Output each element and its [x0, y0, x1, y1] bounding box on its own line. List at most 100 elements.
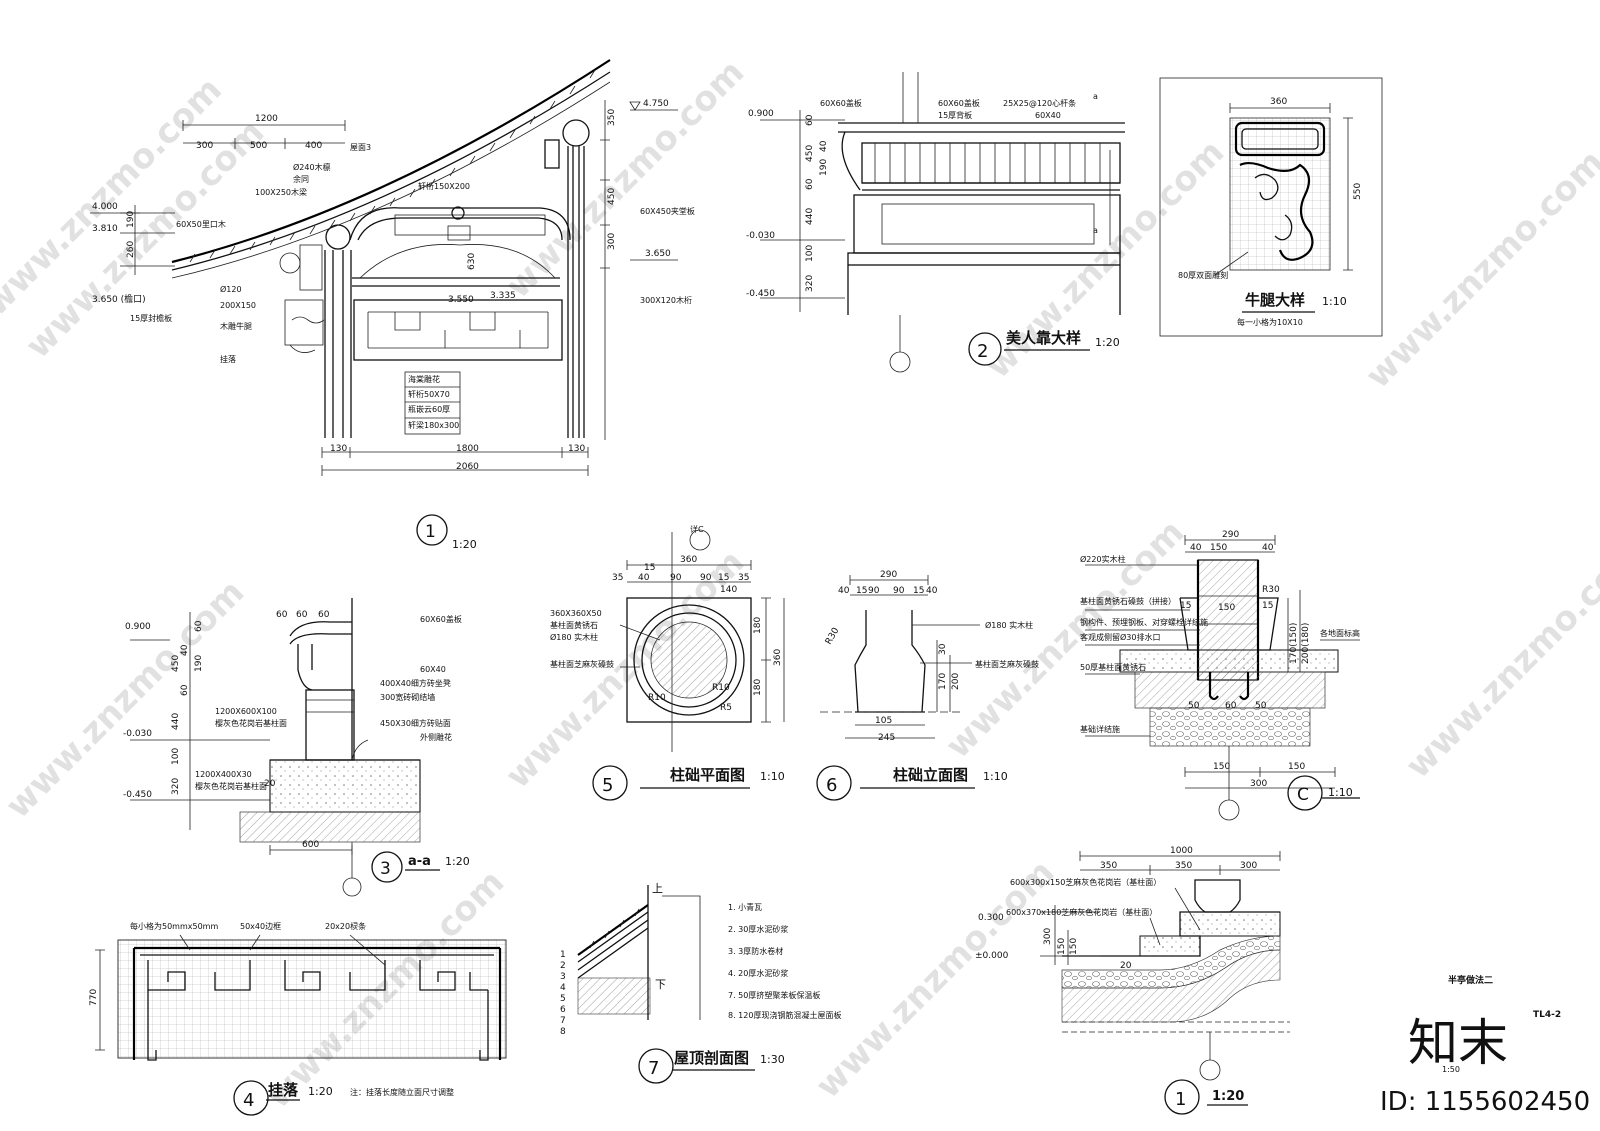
- detail-6-scale: 1:10: [983, 770, 1008, 783]
- detail-4-number: 4: [243, 1090, 254, 1111]
- dim-350: 350: [607, 109, 617, 126]
- label-60x40: 60X40: [420, 665, 446, 674]
- dim-450: 450: [171, 655, 181, 672]
- dim-60a: 60: [276, 610, 288, 620]
- dim-140: 140: [720, 585, 737, 595]
- label-rod: 20x20棂条: [325, 921, 366, 931]
- dim-360: 360: [680, 555, 697, 565]
- label-steel: 钢构件、预埋钢板、对穿螺栓详结施: [1080, 617, 1208, 627]
- elev-3650-eave: 3.650 (檐口): [92, 293, 146, 305]
- detail-7-number: 7: [648, 1058, 659, 1079]
- radius-r5: R5: [720, 703, 732, 713]
- label-wall: 300宽砖砌结墙: [380, 692, 435, 702]
- dim-40a: 40: [838, 586, 850, 596]
- layer-2: 2. 30厚水泥砂浆: [728, 924, 788, 934]
- detail-2-number: 2: [977, 341, 988, 362]
- dim-190: 190: [819, 159, 829, 176]
- label-stone-2: 600x370x180芝麻灰色花岗岩（基柱面）: [1006, 907, 1157, 917]
- dim-20: 20: [264, 779, 276, 789]
- layer-1: 1. 小青瓦: [728, 902, 762, 912]
- detail-2-bench-back: a a 0.900 -0.030 -0.450 60 450 40 190 60…: [746, 72, 1125, 373]
- sheet-name: 半亭做法二: [1448, 974, 1493, 986]
- detail-4-scale: 1:20: [308, 1085, 333, 1098]
- radius-r10b: R10: [712, 683, 730, 693]
- detail-5-scale: 1:10: [760, 770, 785, 783]
- label-box-1: 海棠雕花: [408, 374, 440, 384]
- elev-3650: 3.650: [645, 249, 671, 259]
- dim-200: 200: [951, 673, 961, 690]
- dim-40: 40: [819, 140, 829, 152]
- elev-4000: 4.000: [92, 202, 118, 212]
- detail-1-section: 1200 300 500 400 350 450 300 190 260 630…: [90, 59, 695, 551]
- radius-r30: R30: [824, 626, 842, 647]
- layer-4: 4. 20厚水泥砂浆: [728, 968, 788, 978]
- dim-130: 130: [568, 444, 585, 454]
- detail-bracket: 360 550 80厚双面雕刻 牛腿大样 1:10 每一小格为10X10: [1159, 77, 1383, 337]
- radius-r10a: R10: [648, 693, 666, 703]
- label-box-3: 瓶嵌云60厚: [408, 404, 450, 414]
- dim-360: 360: [1270, 97, 1287, 107]
- dim-290: 290: [1222, 530, 1239, 540]
- label-slab: 50厚基柱面黄锈石: [1080, 662, 1146, 672]
- detail-c-number: C: [1297, 785, 1309, 805]
- label-slab-1-mat: 樱灰色花岗岩基柱面: [215, 718, 287, 728]
- detail-3-number: 3: [380, 859, 391, 879]
- dim-60b: 60: [296, 610, 308, 620]
- dim-1200: 1200: [255, 114, 278, 124]
- dim-440: 440: [805, 208, 815, 225]
- label-carving: 外侧雕花: [420, 732, 452, 742]
- label-200x150: 200X150: [220, 301, 256, 310]
- elev-0300: 0.300: [978, 913, 1004, 923]
- ref-C: 详C: [690, 524, 704, 534]
- dim-150b: 150: [1069, 938, 1079, 955]
- dim-350a: 350: [1100, 861, 1117, 871]
- detail-6-column-base-elevation: 290 40 15 90 90 15 40 30 170 200 105 245…: [816, 570, 1039, 801]
- brand-logo: 知末: [1408, 1014, 1508, 1072]
- label-60x40: 60X40: [1035, 111, 1061, 120]
- dim-150d: 150: [1288, 762, 1305, 772]
- label-beam: 100X250木梁: [255, 187, 307, 197]
- dim-90a: 90: [670, 573, 682, 583]
- detail-7-title: 屋顶剖面图: [674, 1049, 749, 1067]
- roof-down: 下: [655, 978, 666, 991]
- detail-c-scale: 1:10: [1328, 786, 1353, 799]
- dim-400: 400: [305, 141, 322, 151]
- layer-num-8: 8: [560, 1027, 566, 1037]
- dim-245: 245: [878, 733, 895, 743]
- elev-m0450: -0.450: [746, 289, 775, 299]
- label-column: Ø220实木柱: [1080, 554, 1126, 564]
- watermark-text: www.znzmo.com: [1358, 142, 1600, 396]
- label-box-2: 轩桁50X70: [408, 389, 450, 399]
- dim-60c: 60: [318, 610, 330, 620]
- label-seat: 400X40细方砖坐凳: [380, 678, 451, 688]
- detail-e-step-section: 1000 350 350 300 300 150 150 20 0.300 ±0…: [975, 846, 1290, 1115]
- detail-5-title: 柱础平面图: [670, 766, 745, 784]
- dim-300: 300: [607, 233, 617, 250]
- sheet-code: TL4-2: [1533, 1010, 1561, 1020]
- elev-4750: 4.750: [643, 99, 669, 109]
- elev-3335: 3.335: [490, 291, 516, 301]
- dim-190: 190: [126, 211, 136, 228]
- dim-150a: 150: [1057, 938, 1067, 955]
- dim-630: 630: [467, 253, 477, 270]
- title-block: 半亭做法二 TL4-2 1:50 知末 ID: 1155602450: [1380, 974, 1590, 1117]
- detail-e-scale: 1:20: [1212, 1089, 1244, 1104]
- dim-290: 290: [880, 570, 897, 580]
- label-panel: 60X450夹堂板: [640, 206, 695, 216]
- layer-8: 8. 120厚现浇钢筋混凝土屋面板: [728, 1010, 841, 1020]
- label-stone-1: 600x300x150芝麻灰色花岗岩（基柱面）: [1010, 877, 1161, 887]
- elev-0900: 0.900: [125, 622, 151, 632]
- elev-m0030: -0.030: [123, 729, 152, 739]
- detail-7-roof-section: 上 下 1. 小青瓦 2. 30厚水泥砂浆 3. 3厚防水卷材 4. 20厚水泥…: [560, 882, 841, 1084]
- label-roof3: 屋面3: [350, 143, 371, 152]
- dim-500: 500: [250, 141, 267, 151]
- dim-15a: 15: [644, 563, 655, 573]
- label-drain: 客观成侧留Ø30排水口: [1080, 632, 1160, 642]
- elev-0900: 0.900: [748, 109, 774, 119]
- dim-350b: 350: [1175, 861, 1192, 871]
- dim-170-150: 170(150): [1289, 623, 1299, 664]
- bracket-title: 牛腿大样: [1245, 291, 1305, 309]
- label-carved-bracket: 木雕牛腿: [220, 321, 252, 331]
- bracket-note: 每一小格为10X10: [1237, 317, 1303, 327]
- dim-60d: 60: [194, 620, 204, 632]
